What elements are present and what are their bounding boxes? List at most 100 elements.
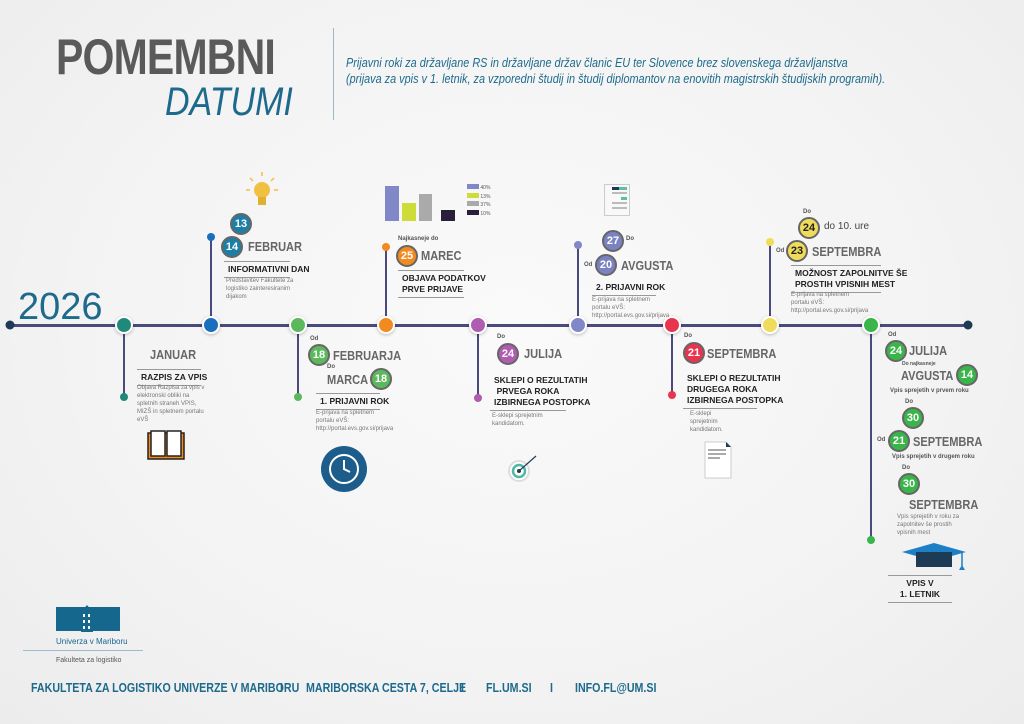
month-label: JULIJA [524, 346, 563, 361]
title-pomembni: POMEMBNI [56, 29, 276, 85]
book-icon [147, 430, 185, 460]
day-badge: 24 [798, 217, 820, 239]
day-badge: 30 [898, 473, 920, 495]
from-label: Od [877, 437, 886, 443]
legend-item: 10% [467, 209, 491, 219]
timeline-line [10, 324, 970, 327]
event-desc: E-prijava na spletnem portalu eVŠ: http:… [592, 297, 670, 319]
day-badge: 24 [497, 343, 519, 365]
event-desc: E-prijava na spletnem portalu eVŠ: http:… [316, 410, 394, 432]
legend-value: 40% [480, 185, 491, 191]
stem [769, 242, 771, 325]
title-line: PRVEGA ROKA [496, 386, 560, 396]
node-februar [202, 316, 220, 334]
day-badge: 20 [595, 254, 617, 276]
logo-faculty-name: Fakulteta za logistiko [56, 657, 122, 664]
month-label: JANUAR [150, 347, 197, 362]
event-desc: E-prijava na spletnem portalu eVŠ: http:… [791, 292, 869, 314]
footer-email-link[interactable]: INFO.FL@UM.SI [575, 680, 657, 695]
to-label: Do [626, 236, 634, 242]
day-badge: 21 [888, 430, 910, 452]
month-label: SEPTEMBRA [812, 244, 882, 259]
to-label: Do [905, 399, 913, 405]
day-badge: 13 [230, 213, 252, 235]
graduation-cap-icon [902, 543, 966, 570]
legend-value: 10% [480, 210, 491, 217]
footer-sep: I [461, 680, 464, 695]
title-datumi: DATUMI [165, 80, 293, 124]
stem [577, 245, 579, 325]
year: 2026 [18, 286, 103, 328]
bar-chart-dark-bar [441, 210, 455, 221]
to-label: Do [803, 209, 811, 215]
title-line: IZBIRNEGA POSTOPKA [494, 397, 591, 407]
logo-divider [23, 650, 143, 651]
day-badge: 24 [885, 340, 907, 362]
title-line: 1. LETNIK [899, 589, 941, 599]
pre-label: Najkasneje do [398, 236, 439, 242]
legend-item: 37% [467, 201, 490, 210]
stem [385, 247, 387, 325]
divider [333, 28, 334, 120]
form-icon [604, 184, 630, 216]
event-desc: E-sklepi sprejetnim kandidatom. [690, 411, 723, 433]
stem-dot [668, 391, 676, 399]
month-label: FEBRUAR [248, 239, 303, 254]
node-januar [115, 316, 133, 334]
node-vpis [862, 316, 880, 334]
event-desc: E-sklepi sprejetnim kandidatom. [492, 413, 543, 427]
day-badge: 30 [902, 407, 924, 429]
chart-legend: 40% 13% 37% 10% [467, 184, 490, 218]
node-september [663, 316, 681, 334]
to-label: Do [327, 364, 335, 370]
month-label: SEPTEMBRA [913, 434, 983, 449]
legend-value: 37% [480, 202, 491, 208]
from-label: Od [888, 332, 897, 338]
stem [210, 237, 212, 325]
day-badge: 25 [396, 245, 418, 267]
stem-dot [120, 393, 128, 401]
stem-dot [474, 394, 482, 402]
to-label: Do najkasneje [902, 361, 936, 367]
day-badge: 14 [956, 364, 978, 386]
stem-dot [294, 393, 302, 401]
footer-web-link[interactable]: FL.UM.SI [486, 680, 532, 695]
bar-chart-icon [385, 186, 432, 221]
subtitle: Prijavni roki za državljane RS in državl… [346, 55, 885, 87]
to-label: Do [684, 333, 692, 339]
logo-university-name: Univerza v Mariboru [56, 637, 128, 646]
stem [671, 325, 673, 395]
legend-item: 40% [467, 184, 490, 193]
lightbulb-icon [246, 172, 278, 205]
title-line: SKLEPI O REZULTATIH [494, 375, 588, 385]
target-icon [508, 455, 537, 482]
time-label: do 10. ure [824, 221, 870, 232]
title-line: DRUGEGA ROKA [687, 384, 758, 394]
month-label: AVGUSTA [901, 368, 954, 383]
footer-sep: I [550, 680, 553, 695]
day-badge: 27 [602, 230, 624, 252]
title-line: PROSTIH VPISNIH MEST [795, 279, 896, 289]
title-line: PRVE PRIJAVE [402, 284, 464, 294]
title-line: SKLEPI O REZULTATIH [687, 373, 781, 383]
month-label: SEPTEMBRA [707, 346, 777, 361]
day-badge: 14 [221, 236, 243, 258]
stem-dot [867, 536, 875, 544]
subtitle-line-2: (prijava za vpis v 1. letnik, za vzpored… [346, 72, 886, 86]
to-label: Do [902, 465, 910, 471]
stem-dot [574, 241, 582, 249]
footer-faculty: FAKULTETA ZA LOGISTIKO UNIVERZE V MARIBO… [31, 680, 300, 695]
event-title: 2. PRIJAVNI ROK [592, 280, 665, 296]
node-julij [469, 316, 487, 334]
timeline-start [5, 320, 15, 330]
stem-dot [382, 243, 390, 251]
footer-sep: I [280, 680, 283, 695]
title-line: VPIS V [906, 578, 934, 588]
day-badge: 18 [370, 368, 392, 390]
day-badge: 23 [786, 240, 808, 262]
stem-dot [766, 238, 774, 246]
